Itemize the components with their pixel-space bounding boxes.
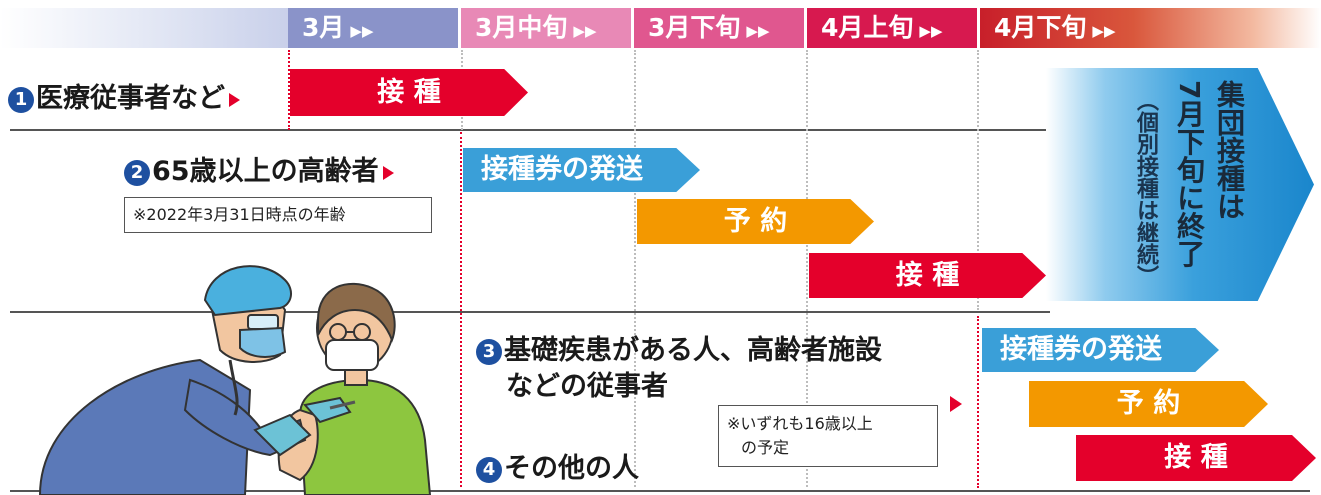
timeline-divider bbox=[977, 316, 979, 488]
reservation-arrow-group-2: 予 約 bbox=[637, 199, 874, 244]
period-header-march: 3月 ▶▶ bbox=[288, 8, 458, 48]
period-label: 3月 bbox=[302, 13, 345, 42]
group-title: 医療従事者など bbox=[36, 83, 225, 114]
age-note-box: ※2022年3月31日時点の年齢 bbox=[124, 197, 432, 233]
group-number-badge: 2 bbox=[124, 159, 150, 186]
period-label: 3月下旬 bbox=[648, 13, 741, 42]
double-arrow-icon: ▶▶ bbox=[1092, 22, 1116, 40]
step-label: 接 種 bbox=[1164, 442, 1228, 473]
row-separator bbox=[10, 311, 1050, 313]
doctor-figure bbox=[38, 265, 356, 495]
period-header-late-march: 3月下旬 ▶▶ bbox=[634, 8, 804, 48]
group-title: その他の人 bbox=[504, 453, 639, 484]
step-label: 接 種 bbox=[377, 77, 441, 108]
timeline-divider bbox=[977, 50, 979, 310]
step-label: 接 種 bbox=[895, 260, 960, 291]
pointer-triangle-icon bbox=[229, 92, 240, 107]
period-label: 4月上旬 bbox=[821, 13, 914, 42]
period-header-late-april: 4月下旬 ▶▶ bbox=[980, 8, 1321, 48]
reservation-arrow-group-3-4: 予 約 bbox=[1029, 381, 1268, 427]
step-label: 予 約 bbox=[1116, 388, 1181, 419]
vaccination-arrow-group-2: 接 種 bbox=[809, 253, 1046, 298]
group-number-badge: 4 bbox=[476, 456, 502, 483]
group-title: 65歳以上の高齢者 bbox=[152, 156, 379, 187]
age-note-text: ※2022年3月31日時点の年齢 bbox=[133, 205, 346, 224]
final-note-col2: 7月下旬に終了 bbox=[1173, 80, 1206, 268]
double-arrow-icon: ▶▶ bbox=[573, 22, 597, 40]
header-band-left bbox=[0, 8, 288, 48]
note-line: ※いずれも16歳以上 bbox=[727, 414, 873, 433]
step-label: 接種券の発送 bbox=[1000, 334, 1162, 365]
group-title-line1: 基礎疾患がある人、高齢者施設 bbox=[504, 335, 882, 366]
timeline-divider bbox=[806, 50, 808, 487]
group-title-line2: などの従事者 bbox=[506, 371, 668, 402]
ticket-send-arrow-group-2: 接種券の発送 bbox=[463, 148, 700, 192]
timeline-divider bbox=[460, 132, 462, 487]
double-arrow-icon: ▶▶ bbox=[746, 22, 770, 40]
ticket-send-arrow-group-3-4: 接種券の発送 bbox=[982, 328, 1219, 372]
vaccination-arrow-group-3-4: 接 種 bbox=[1076, 435, 1316, 481]
timeline-divider bbox=[634, 50, 636, 487]
group-number-badge: 1 bbox=[8, 86, 34, 113]
period-header-mid-march: 3月中旬 ▶▶ bbox=[461, 8, 631, 48]
age-note-box-2: ※いずれも16歳以上 の予定 bbox=[718, 405, 938, 467]
final-note-col1: 集団接種は bbox=[1213, 80, 1246, 220]
step-label: 接種券の発送 bbox=[481, 154, 643, 185]
pointer-triangle-icon bbox=[950, 396, 962, 412]
note-line: の予定 bbox=[741, 438, 790, 457]
row-separator bbox=[10, 129, 1050, 131]
double-arrow-icon: ▶▶ bbox=[350, 22, 374, 40]
group-number-badge: 3 bbox=[476, 338, 502, 365]
pointer-triangle-icon bbox=[382, 165, 394, 180]
group-vaccination-end-arrow bbox=[1046, 68, 1314, 301]
period-header-early-april: 4月上旬 ▶▶ bbox=[807, 8, 977, 48]
period-label: 3月中旬 bbox=[475, 13, 568, 42]
final-note-sub: （個別接種は継続） bbox=[1133, 88, 1158, 287]
period-label: 4月下旬 bbox=[994, 13, 1087, 42]
patient-figure bbox=[277, 282, 432, 495]
row-separator bbox=[10, 490, 1310, 492]
vaccination-illustration bbox=[38, 265, 432, 495]
vaccination-arrow-group-1: 接 種 bbox=[290, 69, 528, 116]
double-arrow-icon: ▶▶ bbox=[919, 22, 943, 40]
step-label: 予 約 bbox=[723, 206, 788, 237]
timeline-divider bbox=[288, 50, 290, 130]
